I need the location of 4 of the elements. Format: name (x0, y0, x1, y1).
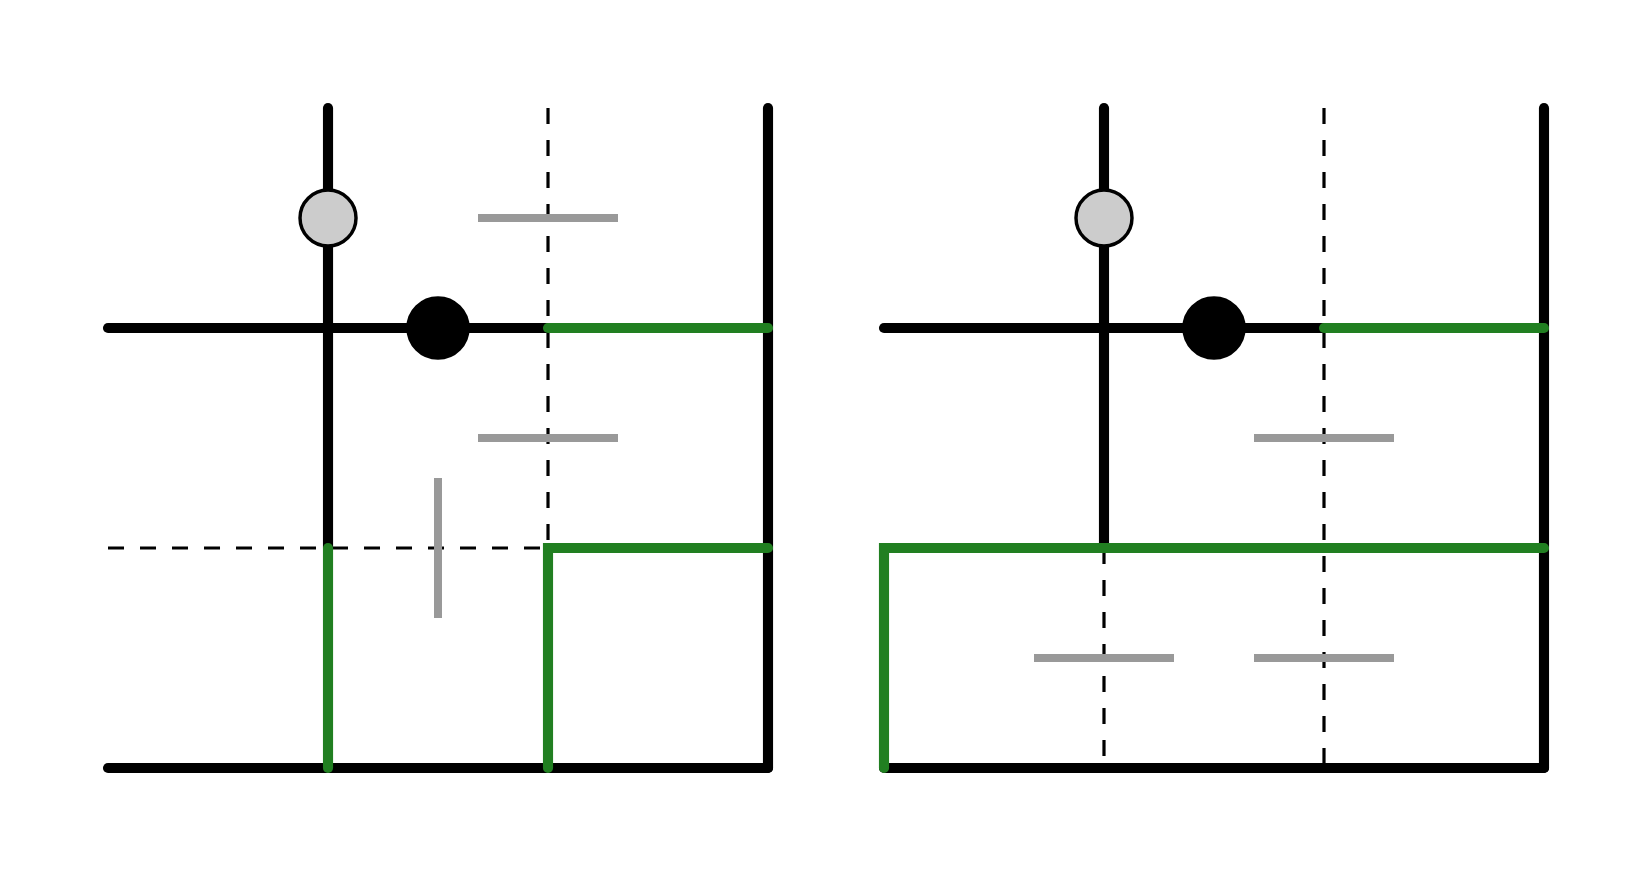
circle-marker (1074, 188, 1134, 248)
circle-marker (298, 188, 358, 248)
dot-marker (1182, 296, 1246, 360)
dot-marker (406, 296, 470, 360)
